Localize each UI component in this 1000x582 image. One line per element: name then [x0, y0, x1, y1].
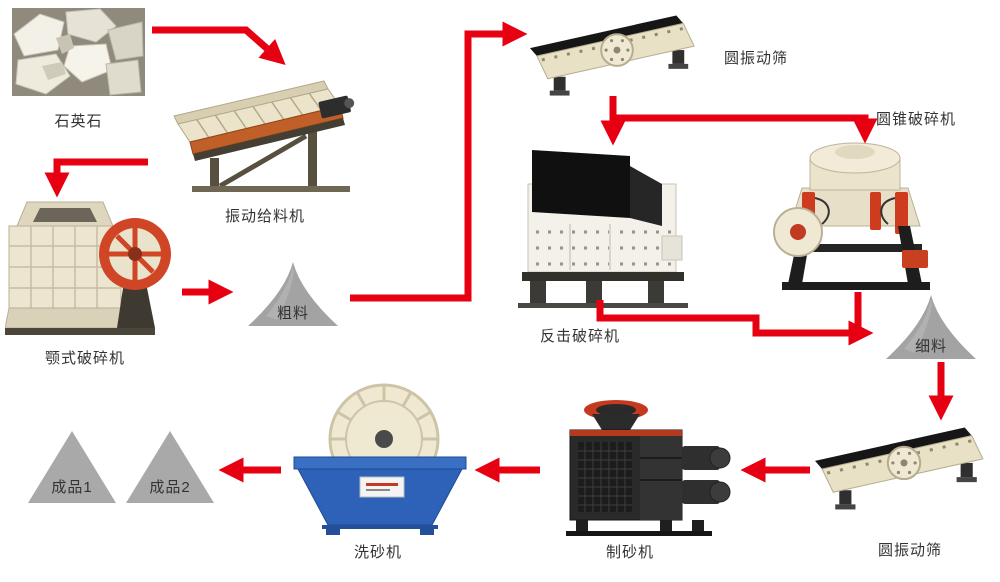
vibrating-feeder-icon	[173, 80, 355, 192]
vibrating-screen-icon	[815, 427, 984, 510]
screen-top-label: 圆振动筛	[724, 50, 789, 67]
flow-arrow	[152, 26, 286, 66]
screen-bottom-label: 圆振动筛	[878, 542, 943, 559]
product-2-label: 成品2	[149, 479, 191, 496]
sand-maker-label: 制砂机	[605, 544, 654, 561]
impact-crusher-label: 反击破碎机	[539, 328, 620, 345]
pile-icon	[248, 262, 338, 326]
vibrating-feeder	[170, 78, 365, 200]
coarse-material-pile: 粗料	[240, 260, 346, 330]
feeder-label: 振动给料机	[224, 208, 305, 225]
circular-vibrating-screen-top	[528, 6, 706, 106]
impact-crusher-icon	[518, 150, 688, 308]
jaw-crusher-label: 颚式破碎机	[44, 350, 125, 367]
cone-crusher-icon	[773, 142, 930, 290]
product-1-label: 成品1	[51, 479, 93, 496]
jaw-crusher	[5, 192, 177, 346]
jaw-crusher-icon	[5, 201, 171, 335]
fine-pile-label: 细料	[914, 338, 947, 355]
cone-crusher-label: 圆锥破碎机	[876, 111, 957, 128]
vibrating-screen-icon	[529, 15, 695, 96]
sand-maker-icon	[566, 400, 731, 536]
fine-material-pile: 细料	[878, 293, 984, 363]
impact-crusher	[510, 140, 695, 315]
triangle-pile-icon	[28, 431, 116, 503]
cone-crusher	[772, 132, 942, 302]
sand-washer-icon	[293, 383, 467, 535]
quartz-label: 石英石	[54, 113, 103, 130]
sand-making-machine	[542, 396, 737, 536]
circular-vibrating-screen-bottom	[813, 416, 995, 522]
quartz-stone-icon	[12, 8, 145, 96]
flow-arrow	[350, 21, 528, 302]
sand-washer-label: 洗砂机	[353, 544, 402, 561]
pile-icon	[886, 295, 976, 359]
triangle-pile-icon	[126, 431, 214, 503]
flow-arrow	[44, 158, 148, 198]
sand-washing-machine	[282, 383, 472, 535]
coarse-pile-label: 粗料	[276, 305, 309, 322]
quartz-stone-photo	[12, 8, 145, 96]
product-1-pile: 成品1	[25, 428, 119, 506]
product-2-pile: 成品2	[123, 428, 217, 506]
